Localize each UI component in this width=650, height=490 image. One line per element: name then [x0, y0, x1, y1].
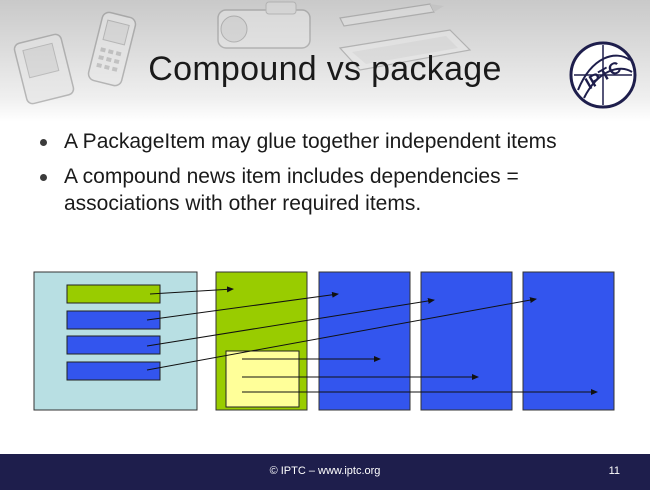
bullet-item: A compound news item includes dependenci… — [36, 163, 626, 217]
pen-icon — [339, 3, 444, 27]
bullet-item: A PackageItem may glue together independ… — [36, 128, 626, 155]
package-inner-item — [225, 350, 300, 408]
bullet-dot-icon — [40, 174, 47, 181]
header-device-art — [13, 1, 472, 105]
bullet-list: A PackageItem may glue together independ… — [36, 128, 626, 225]
compound-component-blue-3 — [66, 361, 161, 381]
news-item-box-1 — [318, 271, 411, 411]
footer-copyright: © IPTC – www.iptc.org — [269, 465, 381, 477]
association-arrow — [146, 291, 339, 321]
compound-component-green — [66, 284, 161, 304]
compound-container — [33, 271, 198, 411]
news-item-box-3 — [522, 271, 615, 411]
slide-footer: © IPTC – www.iptc.org 11 — [0, 454, 650, 490]
page-number: 11 — [608, 465, 620, 477]
association-arrow — [146, 297, 435, 347]
bullet-text: A PackageItem may glue together independ… — [64, 130, 557, 153]
association-arrow — [146, 297, 537, 371]
news-item-box-2 — [420, 271, 513, 411]
mobile-phone-icon — [87, 11, 137, 87]
iptc-logo-icon: IPTC — [569, 41, 637, 109]
compound-component-blue-1 — [66, 310, 161, 330]
bullet-text: A compound news item includes dependenci… — [64, 165, 519, 215]
pda-icon — [13, 33, 75, 105]
bullet-dot-icon — [40, 139, 47, 146]
association-arrow — [149, 286, 234, 295]
slide-title: Compound vs package — [148, 50, 502, 88]
laptop-icon — [338, 29, 472, 71]
compound-component-blue-2 — [66, 335, 161, 355]
package-item-box — [215, 271, 308, 411]
slide-header: Compound vs package IPTC — [0, 0, 650, 122]
camcorder-icon — [217, 1, 311, 49]
